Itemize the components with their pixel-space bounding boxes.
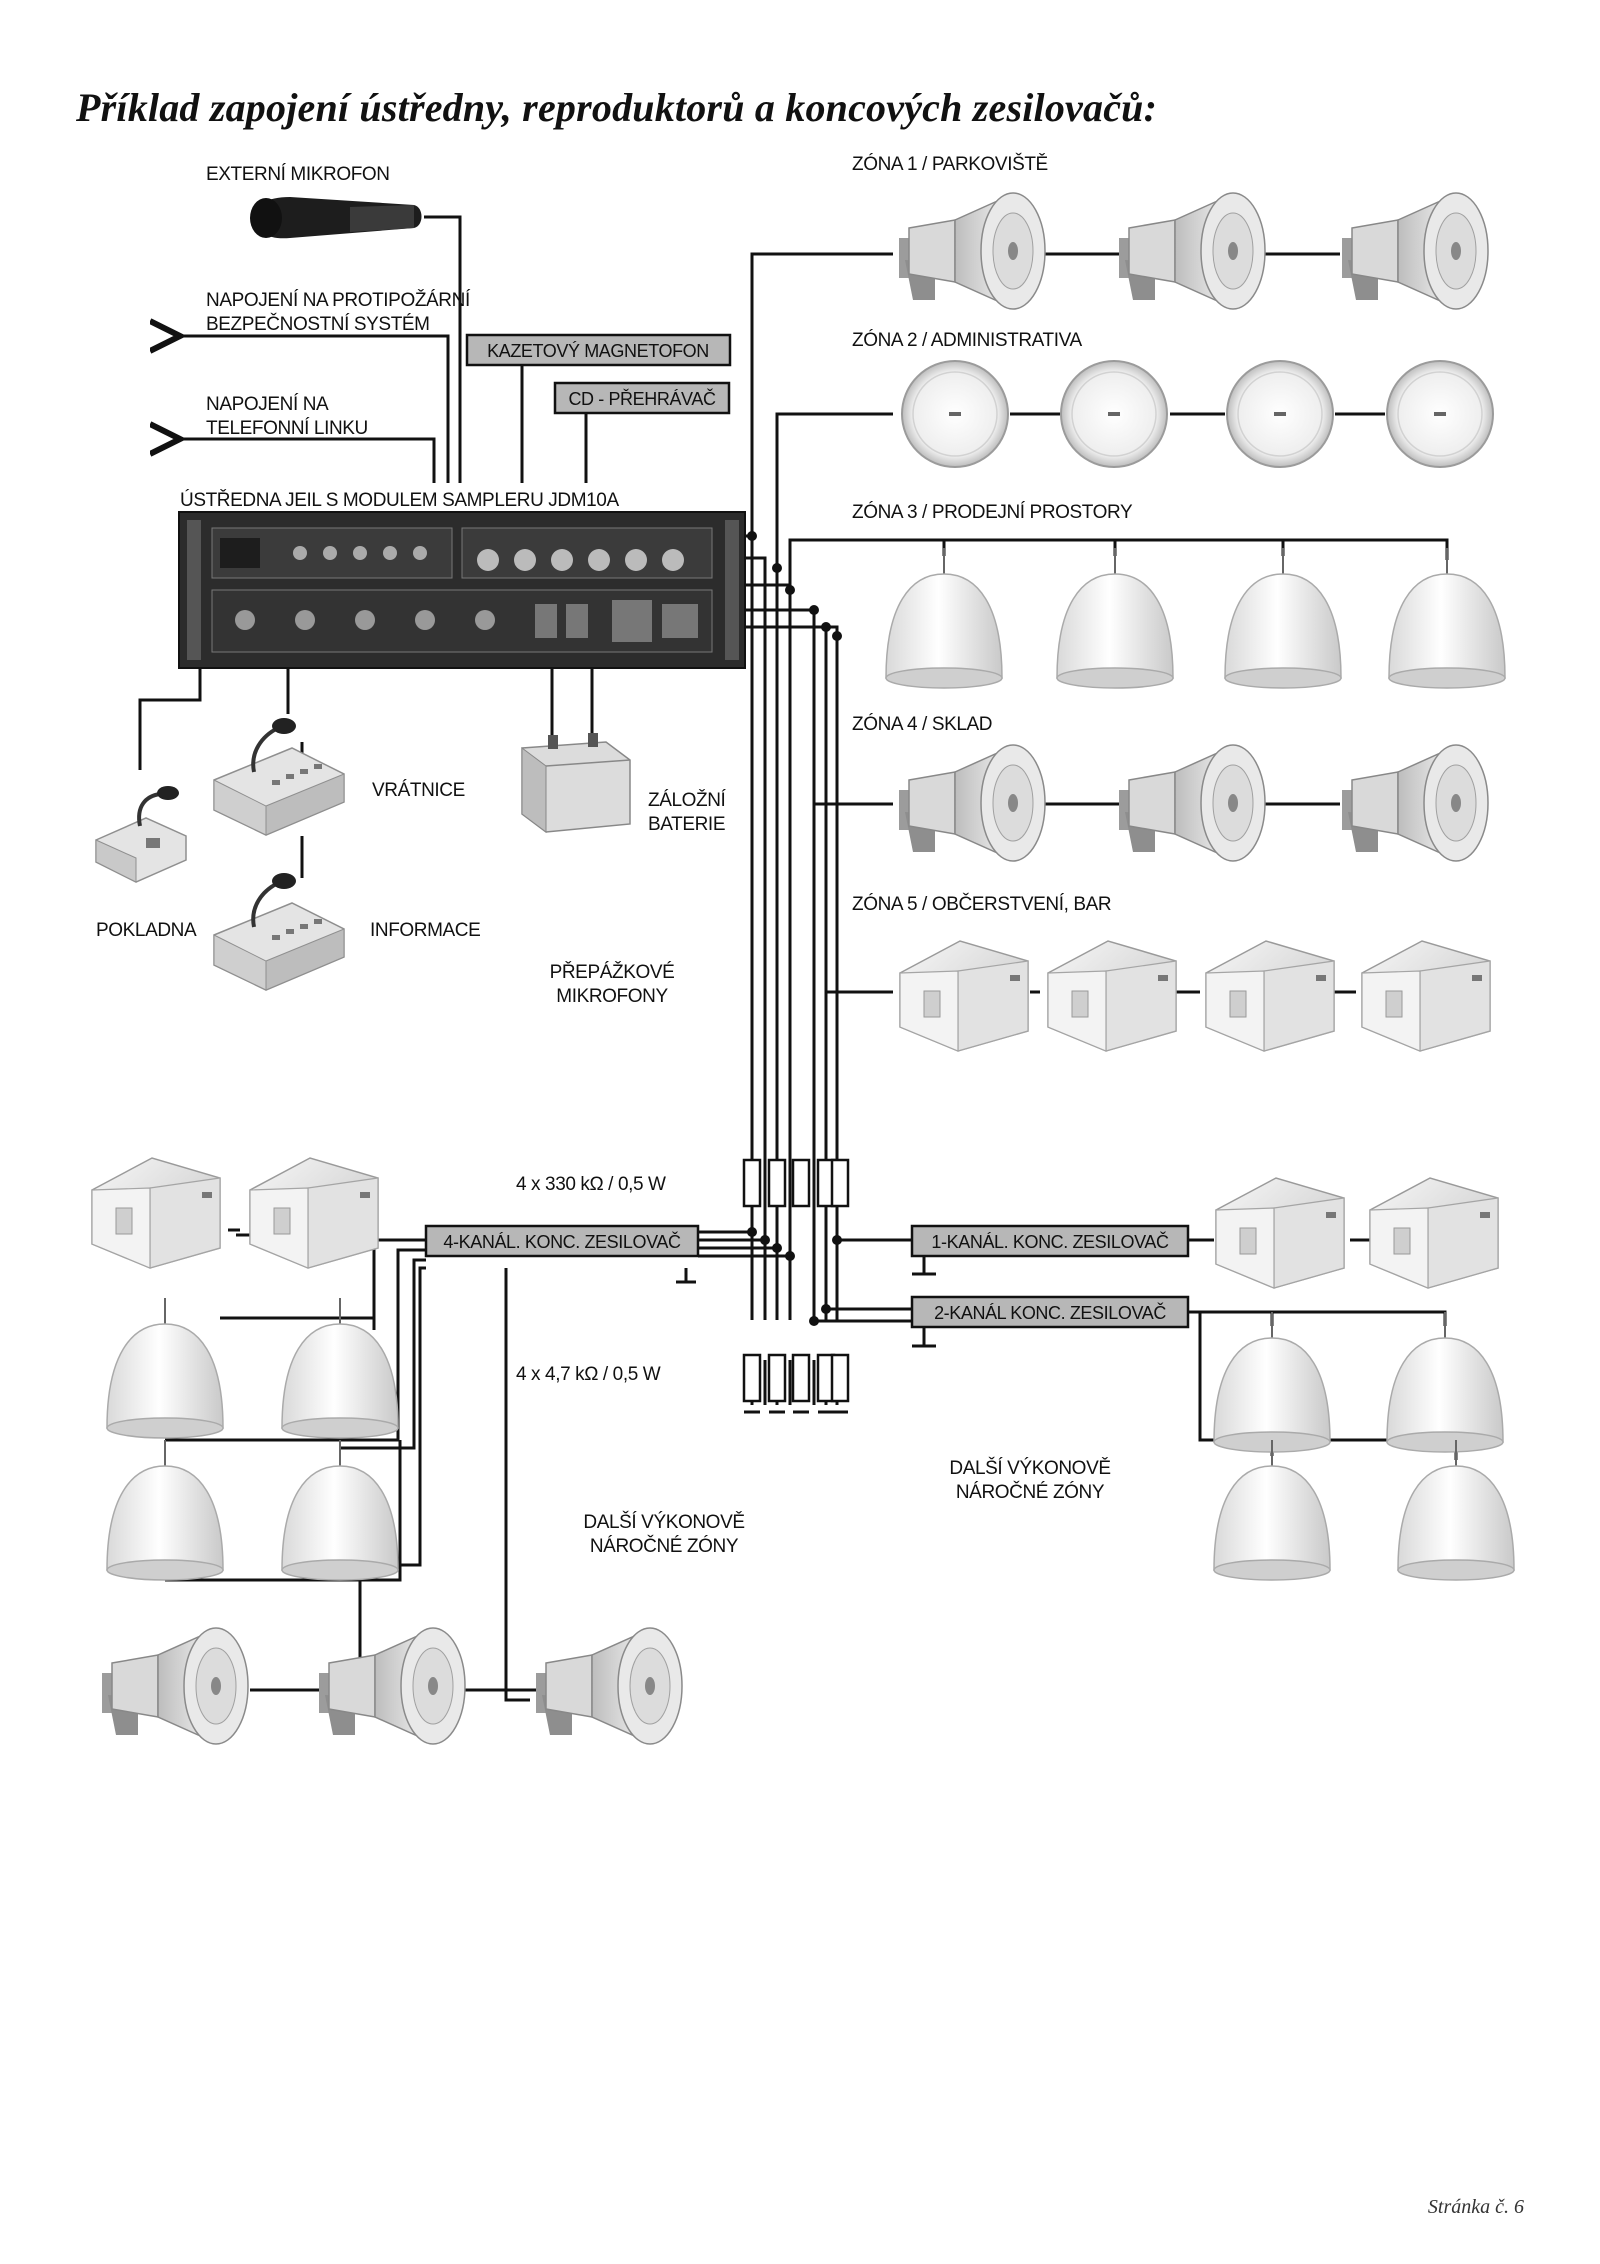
label-vratnice: VRÁTNICE (372, 780, 465, 801)
cassette-box (465, 333, 732, 367)
resistor-bank-bottom (742, 1353, 850, 1414)
box-speaker-icon (899, 940, 1029, 1052)
horn-speaker-icon (1118, 744, 1266, 862)
label-zone2: ZÓNA 2 / ADMINISTRATIVA (852, 329, 1082, 351)
ground-icon (912, 1325, 936, 1348)
label-more-zones-right-2: NÁROČNÉ ZÓNY (956, 1481, 1105, 1503)
bus-junctions (747, 531, 842, 641)
ground-icon (912, 1257, 936, 1276)
wire-phone-line (180, 439, 436, 483)
horn-speaker-icon (1341, 192, 1489, 310)
resistor-icon (742, 1353, 762, 1403)
amp4-box (424, 1224, 700, 1258)
label-battery: ZÁLOŽNÍ (648, 789, 727, 811)
ceiling-speaker-icon (1386, 360, 1494, 468)
wire-zone3 (942, 540, 1285, 556)
label-amp1: 1-KANÁL. KONC. ZESILOVAČ (931, 1231, 1169, 1252)
box-speaker-icon (1205, 940, 1335, 1052)
wire-mic (424, 215, 462, 483)
label-more-zones-left-2: NÁROČNÉ ZÓNY (590, 1535, 739, 1557)
desk-microphone-icon (212, 871, 346, 992)
box-speaker-icon (1215, 1177, 1345, 1289)
wire-pokladna (138, 668, 202, 770)
dome-speaker-icon (885, 547, 1003, 689)
label-amp2: 2-KANÁL KONC. ZESILOVAČ (934, 1302, 1166, 1323)
label-zone1: ZÓNA 1 / PARKOVIŠTĚ (852, 153, 1048, 175)
dome-speaker-icon (281, 1439, 399, 1581)
label-central-unit: ÚSTŘEDNA JEIL S MODULEM SAMPLERU JDM10A (180, 489, 619, 511)
central-unit (178, 511, 746, 669)
label-phone: NAPOJENÍ NA (206, 394, 329, 415)
label-cd: CD - PŘEHRÁVAČ (568, 388, 715, 409)
box-speaker-icon (1369, 1177, 1499, 1289)
label-zone3: ZÓNA 3 / PRODEJNÍ PROSTORY (852, 501, 1133, 523)
resistor-icon (791, 1353, 811, 1403)
label-amp4: 4-KANÁL. KONC. ZESILOVAČ (443, 1231, 681, 1252)
page-number: Stránka č. 6 (1427, 2196, 1524, 2218)
label-zone4: ZÓNA 4 / SKLAD (852, 713, 992, 735)
desk-microphone-icon (95, 786, 187, 883)
label-pokladna: POKLADNA (96, 920, 197, 941)
wire-fire-system (180, 336, 450, 483)
microphone-icon (250, 197, 422, 239)
ceiling-speaker-icon (901, 360, 1009, 468)
dome-speaker-icon (1386, 1311, 1504, 1453)
resistor-icon (742, 1158, 762, 1208)
label-zone5: ZÓNA 5 / OBČERSTVENÍ, BAR (852, 893, 1111, 915)
box-speaker-icon (91, 1157, 221, 1269)
label-informace: INFORMACE (370, 920, 480, 941)
wire-battery (550, 668, 594, 742)
dome-speaker-icon (1388, 547, 1506, 689)
label-external-mic: EXTERNÍ MIKROFON (206, 164, 390, 185)
ground-icon (676, 1268, 696, 1284)
battery-icon (521, 733, 631, 833)
horn-speaker-icon (898, 192, 1046, 310)
wire-amp4 (165, 1233, 696, 1702)
horn-speaker-icon (318, 1627, 466, 1745)
dome-speaker-icon (1213, 1311, 1331, 1453)
horn-speaker-icon (1118, 192, 1266, 310)
resistor-bank-top (742, 1158, 850, 1208)
dome-speaker-icon (1224, 547, 1342, 689)
resistor-icon (830, 1158, 850, 1208)
label-resistors-top: 4 x 330 kΩ / 0,5 W (516, 1174, 666, 1195)
box-speaker-icon (1361, 940, 1491, 1052)
label-desk-mics-2: MIKROFONY (556, 986, 668, 1007)
resistor-icon (830, 1353, 850, 1403)
dome-speaker-icon (106, 1439, 224, 1581)
label-battery-2: BATERIE (648, 814, 725, 835)
wire-amp1-2 (912, 1238, 1458, 1460)
box-speaker-icon (249, 1157, 379, 1269)
desk-microphone-icon (212, 716, 346, 837)
horn-speaker-icon (101, 1627, 249, 1745)
label-cassette: KAZETOVÝ MAGNETOFON (487, 341, 709, 361)
label-fire-system: NAPOJENÍ NA PROTIPOŽÁRNÍ (206, 289, 471, 311)
ceiling-speaker-icon (1060, 360, 1168, 468)
box-speaker-icon (1047, 940, 1177, 1052)
amp2-box (910, 1295, 1190, 1329)
dome-speaker-icon (1397, 1439, 1515, 1581)
horn-speaker-icon (535, 1627, 683, 1745)
page-title: Příklad zapojení ústředny, reproduktorů … (76, 85, 1158, 130)
amp1-box (910, 1224, 1190, 1258)
cd-box (553, 381, 731, 415)
resistor-icon (767, 1353, 787, 1403)
label-resistors-bottom: 4 x 4,7 kΩ / 0,5 W (516, 1364, 661, 1385)
horn-speaker-icon (898, 744, 1046, 862)
wire-amp-junctions (747, 1227, 842, 1326)
horn-speaker-icon (1341, 744, 1489, 862)
dome-speaker-icon (1213, 1439, 1331, 1581)
ceiling-speaker-icon (1226, 360, 1334, 468)
dome-speaker-icon (106, 1297, 224, 1439)
label-fire-system-2: BEZPEČNOSTNÍ SYSTÉM (206, 313, 430, 335)
label-phone-2: TELEFONNÍ LINKU (206, 418, 368, 439)
label-more-zones-right: DALŠÍ VÝKONOVĚ (949, 1457, 1110, 1479)
label-more-zones-left: DALŠÍ VÝKONOVĚ (583, 1511, 744, 1533)
resistor-icon (767, 1158, 787, 1208)
dome-speaker-icon (1056, 547, 1174, 689)
label-desk-mics: PŘEPÁŽKOVÉ (550, 961, 675, 983)
resistor-icon (791, 1158, 811, 1208)
